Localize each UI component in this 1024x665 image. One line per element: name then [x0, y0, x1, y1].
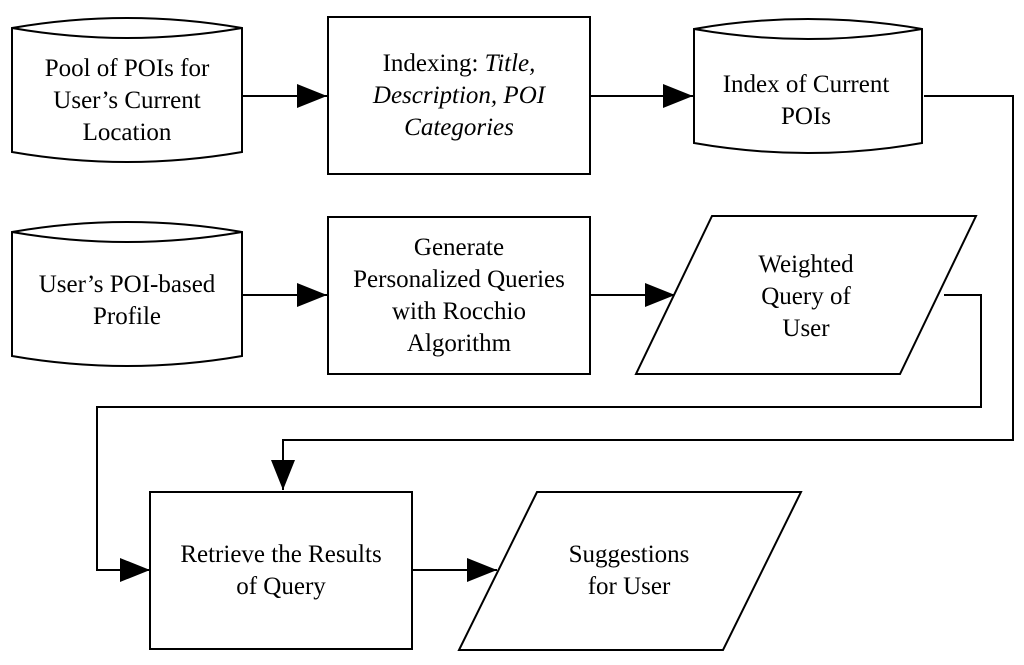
weighted-parallelogram [634, 215, 978, 375]
generate-box [327, 216, 591, 375]
arrow-index-to-retrieve [271, 95, 1014, 490]
indexing-box [327, 16, 591, 175]
retrieve-label-line-2: of Query [236, 573, 326, 600]
generate-label-line-1: Generate [414, 234, 504, 261]
index-cylinder-rim [693, 28, 923, 40]
suggestions-label-line-2: for User [588, 573, 671, 600]
indexing-label-plain: Indexing: [383, 50, 485, 77]
profile-label-line-2: Profile [93, 303, 161, 330]
generate-label-line-4: Algorithm [407, 330, 512, 357]
generate-label-line-3: with Rocchio [392, 298, 526, 325]
pool-label-line-3: Location [83, 119, 172, 146]
generate-label-line-2: Personalized Queries [353, 266, 565, 293]
index-label-line-1: Index of Current [723, 71, 890, 98]
pool-cylinder-shape [11, 17, 243, 163]
retrieve-label-line-1: Retrieve the Results [180, 541, 381, 568]
arrow-weighted-to-retrieve [96, 294, 982, 582]
index-label-line-2: POIs [781, 103, 831, 130]
suggestions-label-line-1: Suggestions [569, 541, 690, 568]
profile-cylinder-shape [11, 221, 243, 367]
pool-label-line-2: User’s Current [53, 87, 200, 114]
indexing-label-line-3: Categories [404, 114, 514, 141]
index-cylinder-shape [693, 18, 923, 154]
indexing-label-title: Title, [485, 50, 536, 77]
retrieve-box [149, 491, 413, 650]
suggestions-parallelogram [457, 491, 803, 651]
pool-label-line-1: Pool of POIs for [45, 55, 210, 82]
pool-cylinder-rim [11, 27, 243, 39]
indexing-label-line-2: Description, POI [372, 82, 547, 109]
indexing-label-line-1: Indexing: Title, [383, 50, 536, 77]
profile-cylinder-rim [11, 231, 243, 243]
profile-label-line-1: User’s POI-based [39, 271, 216, 298]
weighted-label-line-1: Weighted [758, 251, 854, 278]
weighted-label-line-3: User [782, 315, 830, 342]
weighted-label-line-2: Query of [761, 283, 851, 310]
